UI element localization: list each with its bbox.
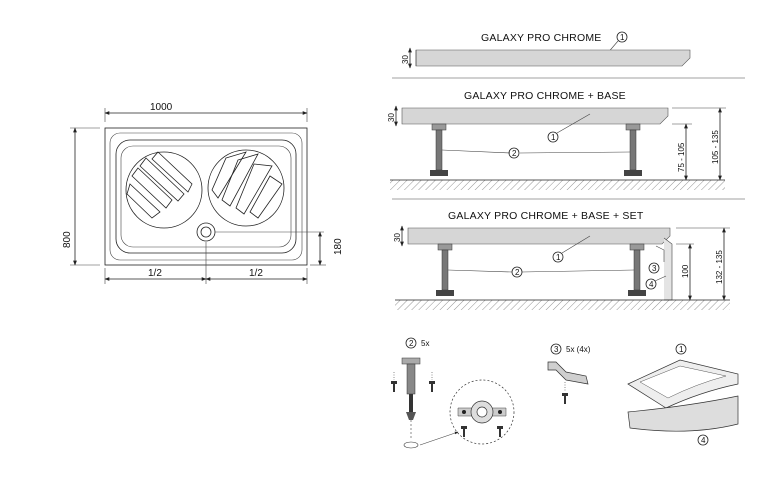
plan-view: 1000 800 180 1/2 1/2 <box>62 102 344 284</box>
parts-clip: 3 5x (4x) <box>547 343 591 404</box>
panel2-callout-tray: 1 <box>551 133 556 142</box>
panel2-title: GALAXY PRO CHROME + BASE <box>464 90 626 102</box>
panel3-callout-tray: 1 <box>556 253 561 262</box>
panel1-thickness: 30 <box>401 55 410 64</box>
panel3-thickness: 30 <box>393 233 402 242</box>
half-left-label: 1/2 <box>148 268 162 279</box>
parts-leg: 2 5x <box>391 337 515 449</box>
panel2-callout-leg: 2 <box>512 149 517 158</box>
panel-part-num: 4 <box>701 436 706 445</box>
drain-offset-label: 180 <box>333 238 344 255</box>
front-panel-icon <box>627 395 739 432</box>
left-pattern <box>125 151 203 229</box>
panel2-thickness: 30 <box>387 113 396 122</box>
panel3-title: GALAXY PRO CHROME + BASE + SET <box>448 210 644 222</box>
screw-icon <box>391 372 435 392</box>
panel3-panel-height: 100 <box>681 264 690 278</box>
panel3-callout-leg: 2 <box>515 268 520 277</box>
half-right-label: 1/2 <box>249 268 263 279</box>
panel3-total-range: 132 - 135 <box>715 250 724 284</box>
clip-icon <box>547 361 589 385</box>
leg-part-qty: 5x <box>421 339 429 348</box>
tray-part-num: 1 <box>679 345 684 354</box>
plan-width-label: 1000 <box>150 102 173 113</box>
panel-tray-base-set: GALAXY PRO CHROME + BASE + SET 30 1 2 3 … <box>393 210 730 310</box>
panel-tray-only: GALAXY PRO CHROME 1 30 <box>392 31 745 79</box>
panel3-callout-clip: 3 <box>652 264 657 273</box>
clip-part-qty: 5x (4x) <box>566 345 591 354</box>
clip-part-num: 3 <box>554 345 559 354</box>
panel3-callout-panel: 4 <box>649 280 654 289</box>
plan-height-label: 800 <box>62 231 73 248</box>
panel1-title: GALAXY PRO CHROME <box>481 32 601 44</box>
panel1-callout: 1 <box>620 33 625 42</box>
parts-tray-panel: 1 4 <box>627 343 739 446</box>
panel2-total-range: 105 - 135 <box>711 130 720 164</box>
panel2-leg-range: 75 - 105 <box>677 142 686 172</box>
panel-tray-base: GALAXY PRO CHROME + BASE 30 1 2 75 - 105… <box>387 90 745 200</box>
drain-icon <box>196 222 216 242</box>
right-pattern <box>207 149 285 227</box>
leg-part-num: 2 <box>409 339 414 348</box>
